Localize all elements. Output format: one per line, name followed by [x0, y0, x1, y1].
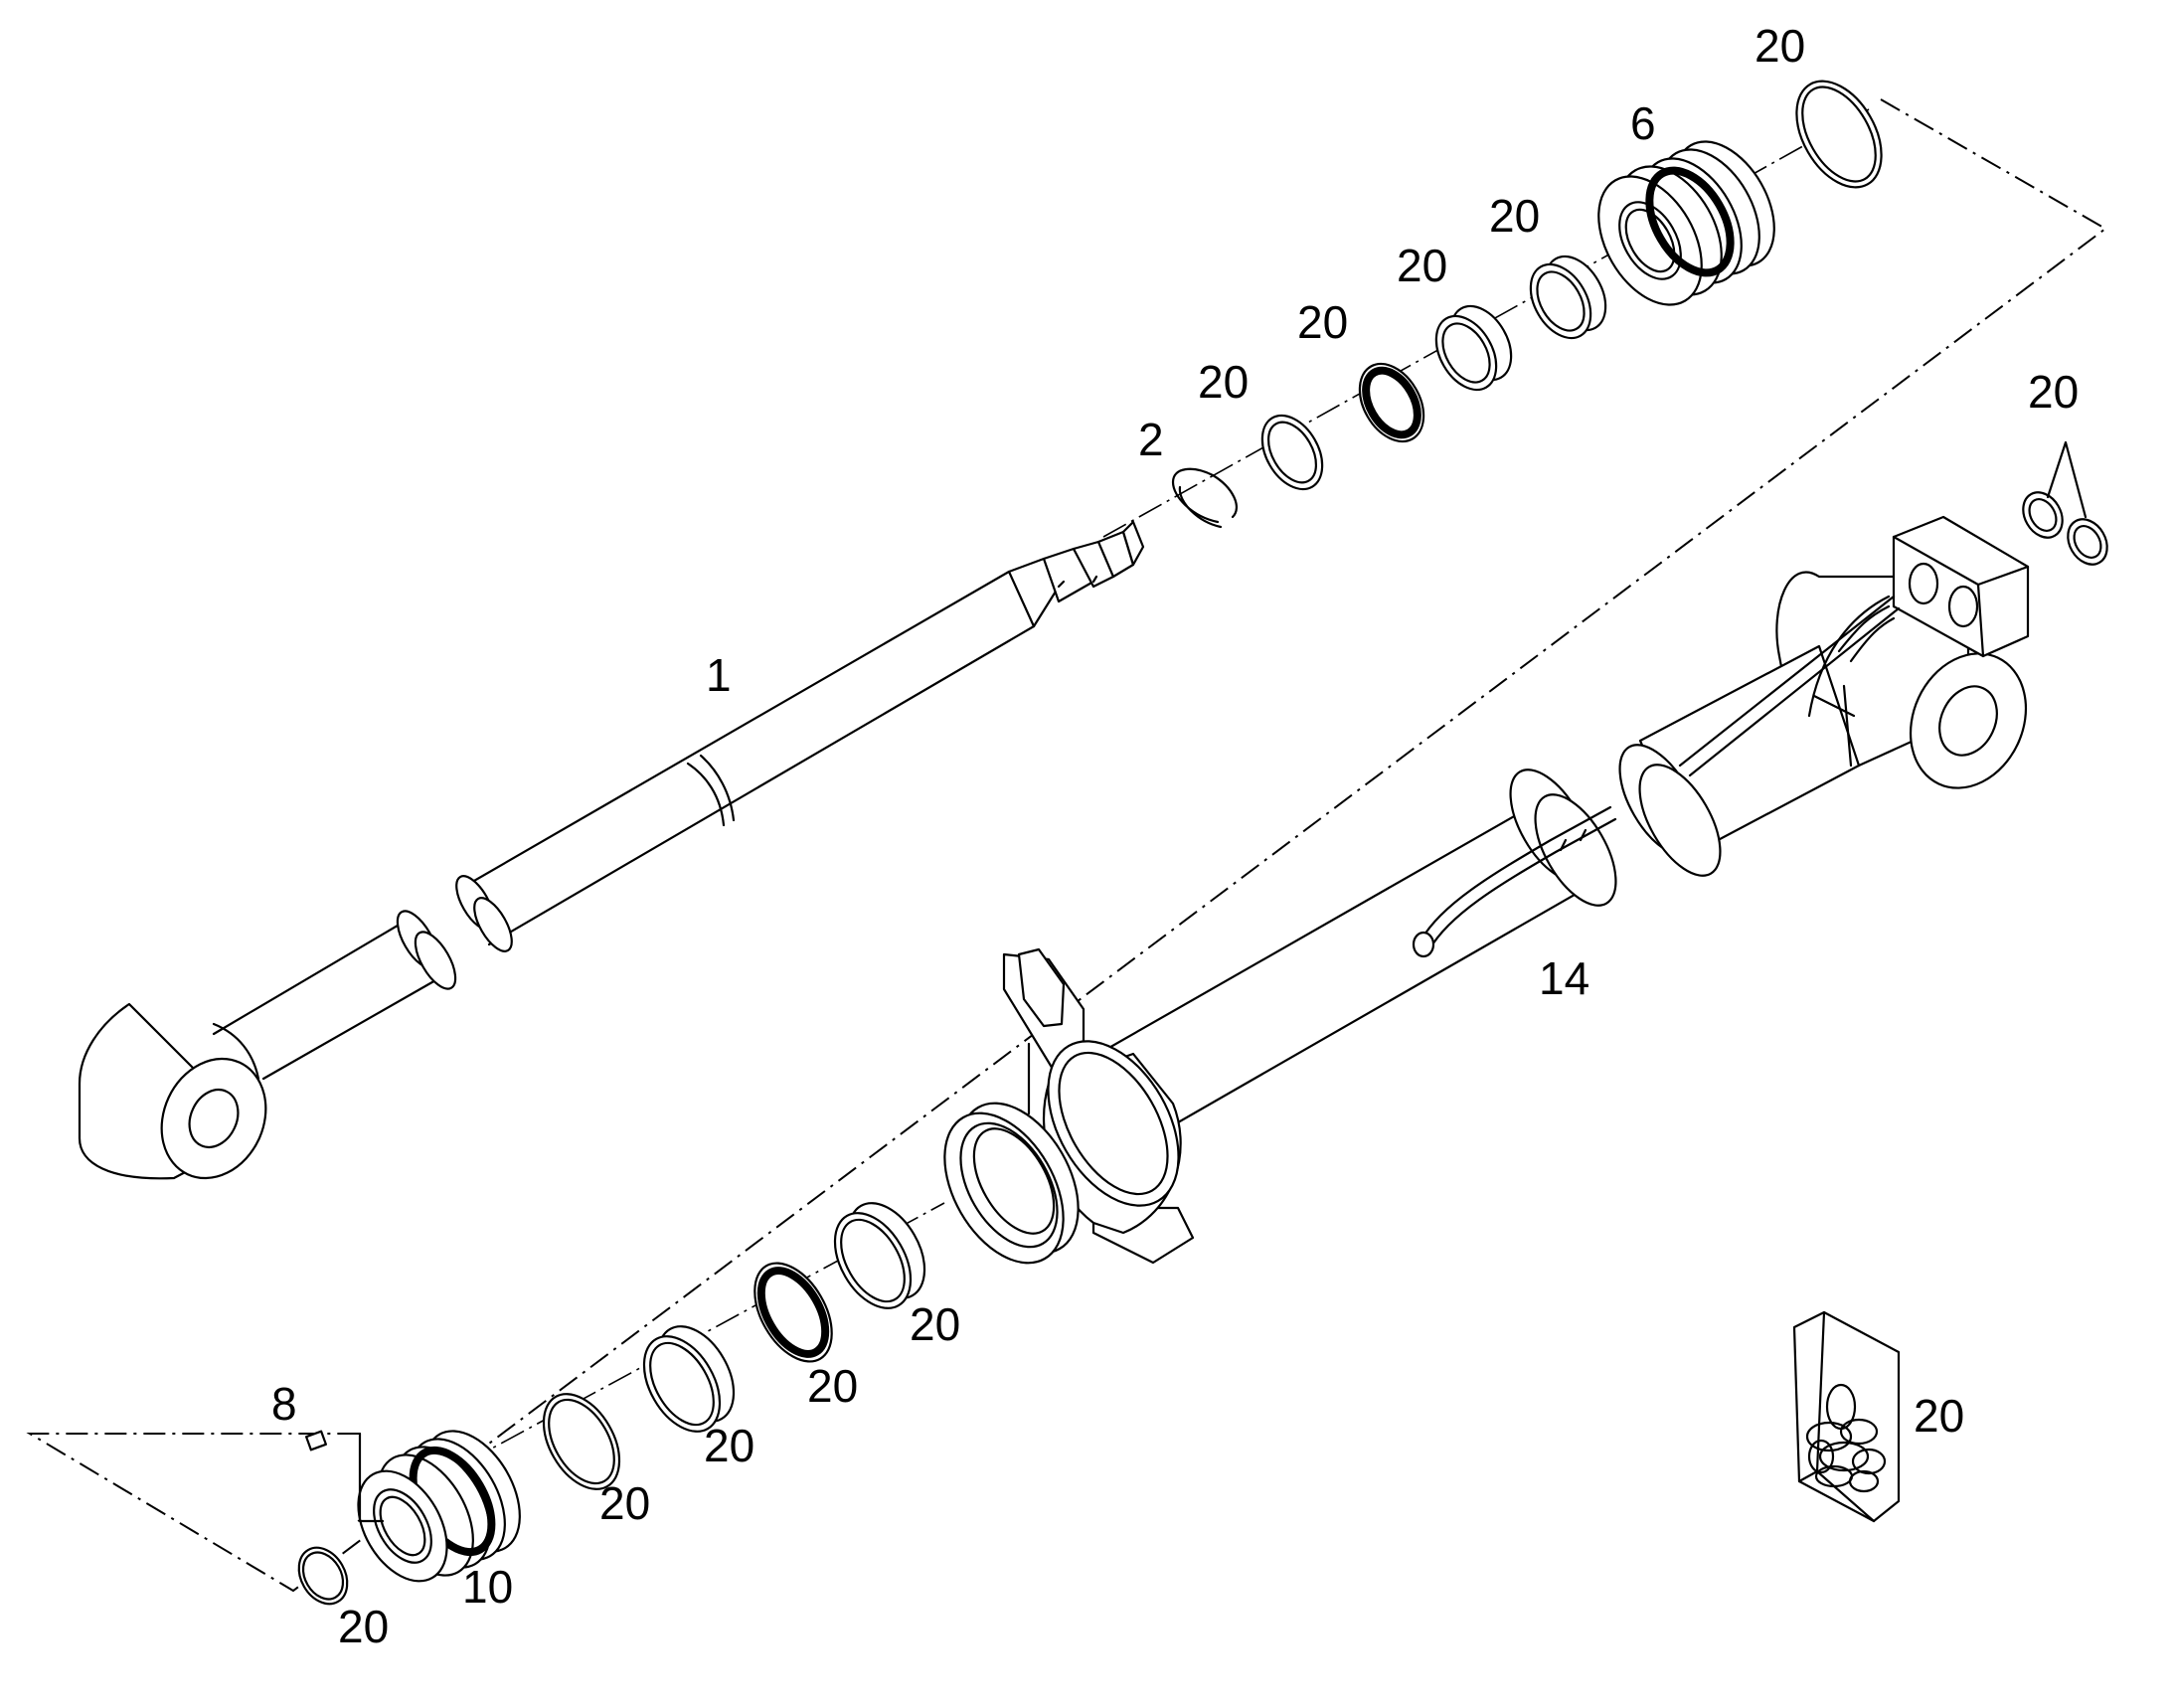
seal-kit-bag [1792, 1310, 1901, 1523]
label-seal-top-c: 20 [1397, 240, 1447, 291]
label-seal-gland-d: 20 [599, 1477, 650, 1529]
seal-ring-gland-2 [753, 1262, 833, 1363]
label-seal-gland-a: 20 [910, 1298, 960, 1350]
piston-rod [78, 520, 1145, 1180]
assembly-boundary [26, 98, 2107, 1593]
label-seal-gland-c: 20 [704, 1420, 754, 1471]
set-screw [304, 1430, 328, 1452]
seal-ring-piston-outer [1795, 80, 1883, 189]
seal-ring-gland-end [297, 1546, 349, 1606]
label-circlip: 2 [1138, 414, 1164, 465]
gland [357, 1430, 521, 1583]
label-seal-piston-outer: 20 [1755, 20, 1805, 72]
piston [1597, 140, 1775, 306]
seal-ring-gland-1 [833, 1202, 926, 1309]
label-seal-gland-end: 20 [338, 1601, 389, 1652]
label-seal-top-b: 20 [1297, 296, 1348, 348]
label-rod: 1 [706, 649, 732, 701]
label-gland: 10 [462, 1561, 513, 1613]
circlip [1171, 467, 1239, 529]
bushing-top-3 [1434, 304, 1513, 392]
label-cylinder-tube: 14 [1539, 952, 1589, 1004]
label-seal-top-d: 20 [1489, 190, 1540, 242]
label-seal-top-a: 20 [1198, 356, 1249, 408]
bushing-top-4 [1529, 255, 1607, 340]
port-seal-rings [2022, 440, 2108, 566]
seal-ring-gland-4 [542, 1393, 621, 1490]
label-seal-gland-b: 20 [807, 1360, 858, 1412]
rod-axis-line [1102, 108, 1870, 538]
label-piston: 6 [1630, 97, 1656, 149]
label-set-screw: 8 [271, 1378, 297, 1430]
seal-ring-top-2 [1358, 362, 1425, 443]
label-seal-kit: 20 [1914, 1390, 1964, 1442]
label-port-seals: 20 [2028, 366, 2079, 418]
bushing-gland-3 [642, 1325, 736, 1433]
cylinder-tube [943, 515, 2030, 1265]
seal-ring-top-1 [1260, 414, 1324, 491]
